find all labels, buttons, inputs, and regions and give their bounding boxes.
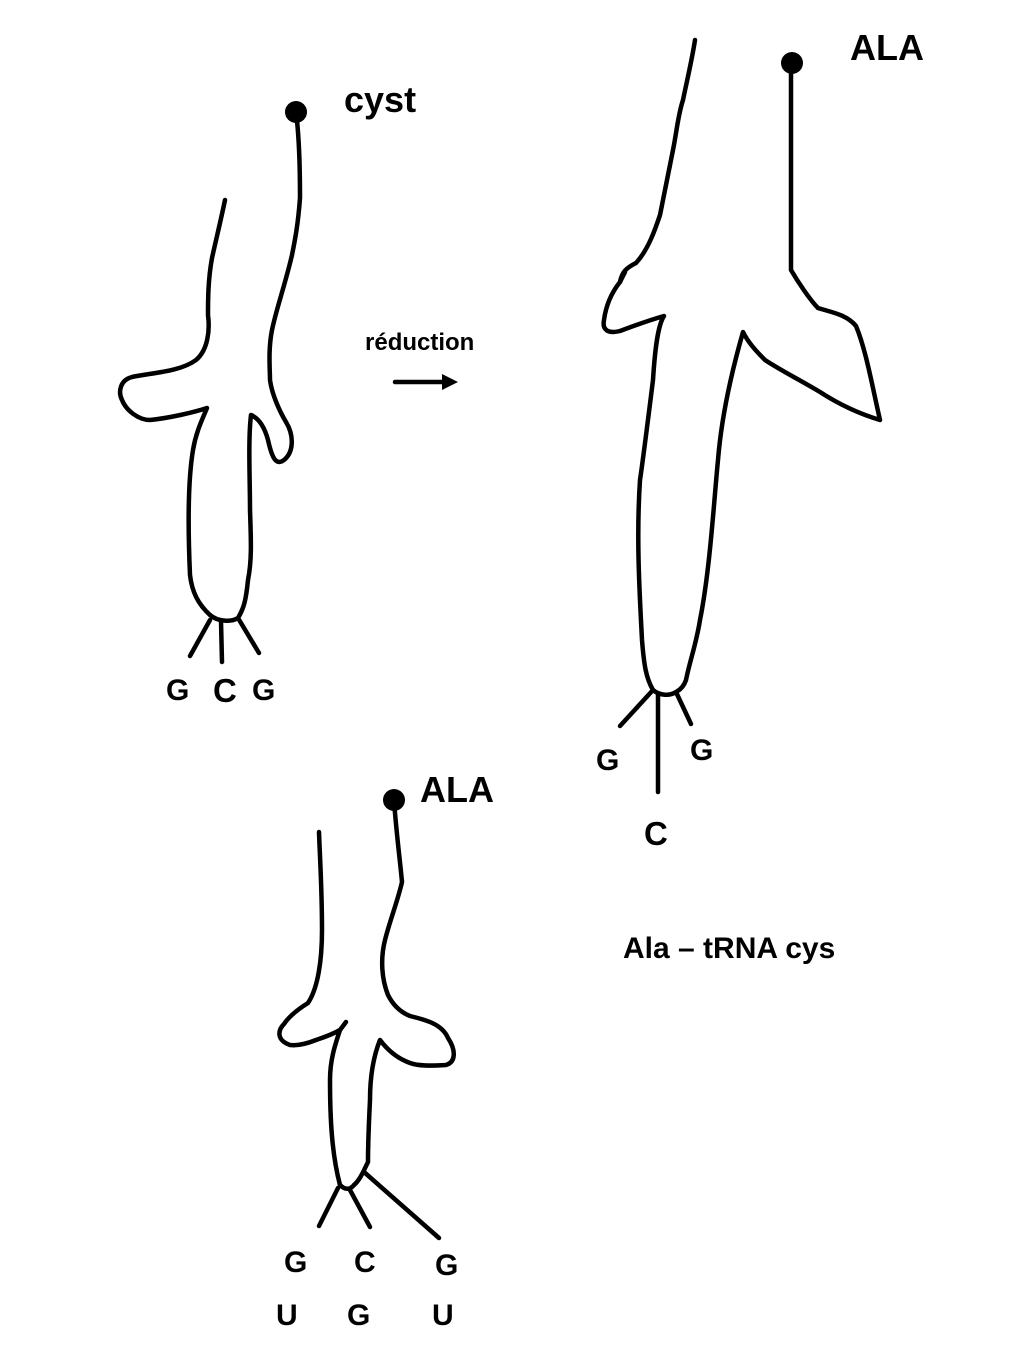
ala-cys-anticodon-stub-1 (617, 687, 656, 729)
ala-cys-anticodon-base-3: G (690, 734, 713, 767)
reaction-label: réduction (365, 329, 474, 356)
cys-trna-backbone-right (235, 109, 303, 621)
codon-base-2: G (347, 1299, 370, 1332)
reaction-arrow (392, 374, 458, 390)
ala-bottom-acceptor-right (351, 797, 456, 1188)
ala-cys-amino-acid-label: ALA (850, 27, 924, 68)
ala-cys-caption: Ala – tRNA cys (623, 932, 835, 965)
ala-bottom-acceptor-left (277, 829, 343, 1188)
ala-cys-anticodon-stub-3 (673, 689, 694, 727)
ala-cys-anticodon-base-2: C (644, 815, 668, 852)
ala-bottom-anticodon-stub-1 (316, 1185, 341, 1229)
ala-bottom-amino-acid-label: ALA (420, 769, 494, 810)
ala-bottom-anticodon-stub-2 (347, 1187, 373, 1230)
cys-anticodon-stub-3 (235, 615, 262, 656)
cys-trna-backbone-left (117, 197, 228, 618)
cys-trna-molecule (117, 101, 307, 665)
ala-cys-kink (617, 269, 628, 285)
ala-cys-acceptor-left (601, 37, 698, 693)
ala-bottom-anticodon-base-1: G (284, 1246, 307, 1279)
cys-anticodon-stub-2 (218, 618, 225, 665)
ala-bottom-anticodon-stub-3 (361, 1169, 442, 1241)
cys-anticodon-loop (207, 612, 241, 623)
cys-anticodon-base-1: G (166, 674, 189, 707)
ala-bottom-anticodon-loop (337, 1182, 357, 1191)
ala-trna-cys-molecule (601, 37, 883, 795)
ala-trna-bottom-molecule (277, 789, 456, 1241)
cys-anticodon-stub-1 (187, 617, 213, 659)
cys-anticodon-base-2: C (213, 672, 237, 709)
cys-anticodon-base-3: G (252, 674, 275, 707)
ala-cys-acceptor-right (673, 60, 883, 695)
ala-cys-anticodon-base-1: G (596, 744, 619, 777)
codon-base-3: U (432, 1299, 454, 1332)
reaction-arrow-head (442, 374, 458, 390)
ala-bottom-anticodon-base-3: G (435, 1249, 458, 1282)
codon-base-1: U (276, 1299, 298, 1332)
cys-amino-acid-label: cyst (344, 79, 416, 120)
ala-bottom-kink (337, 1019, 349, 1033)
ala-bottom-anticodon-base-2: C (354, 1246, 376, 1279)
